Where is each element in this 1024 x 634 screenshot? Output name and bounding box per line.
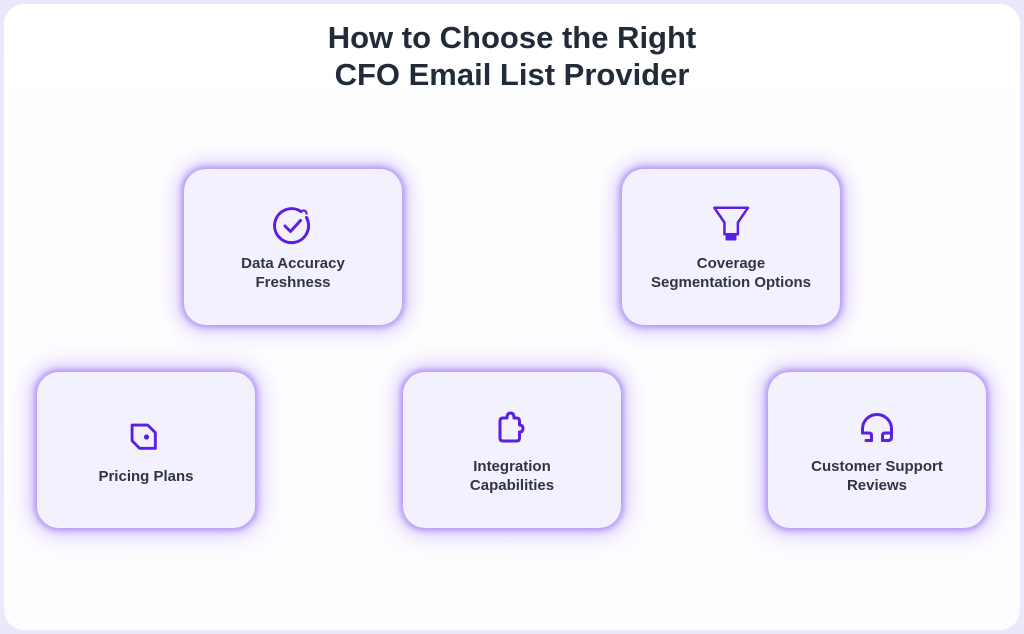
diagram-canvas [4, 4, 1020, 630]
card-data-accuracy-freshness: Data Accuracy Freshness [184, 169, 402, 325]
card-label: Coverage Segmentation Options [650, 255, 811, 291]
funnel-icon [707, 202, 755, 250]
card-label: Pricing Plans [98, 467, 194, 485]
puzzle-piece-icon [488, 405, 536, 453]
card-label: Customer Support Reviews [811, 458, 943, 494]
check-circle-icon [269, 202, 317, 250]
card-pricing-plans: Pricing Plans [37, 372, 255, 528]
card-customer-support-reviews: Customer Support Reviews [768, 372, 986, 528]
diagram-title: How to Choose the Right CFO Email List P… [0, 19, 1024, 93]
card-label: Data Accuracy Freshness [241, 255, 345, 291]
title-line-2: CFO Email List Provider [334, 57, 690, 92]
title-line-1: How to Choose the Right [327, 20, 697, 55]
card-coverage-segmentation: Coverage Segmentation Options [622, 169, 840, 325]
card-integration-capabilities: Integration Capabilities [403, 372, 621, 528]
card-label: Integration Capabilities [469, 458, 555, 494]
price-tag-icon [122, 415, 170, 463]
headset-icon [853, 405, 901, 453]
